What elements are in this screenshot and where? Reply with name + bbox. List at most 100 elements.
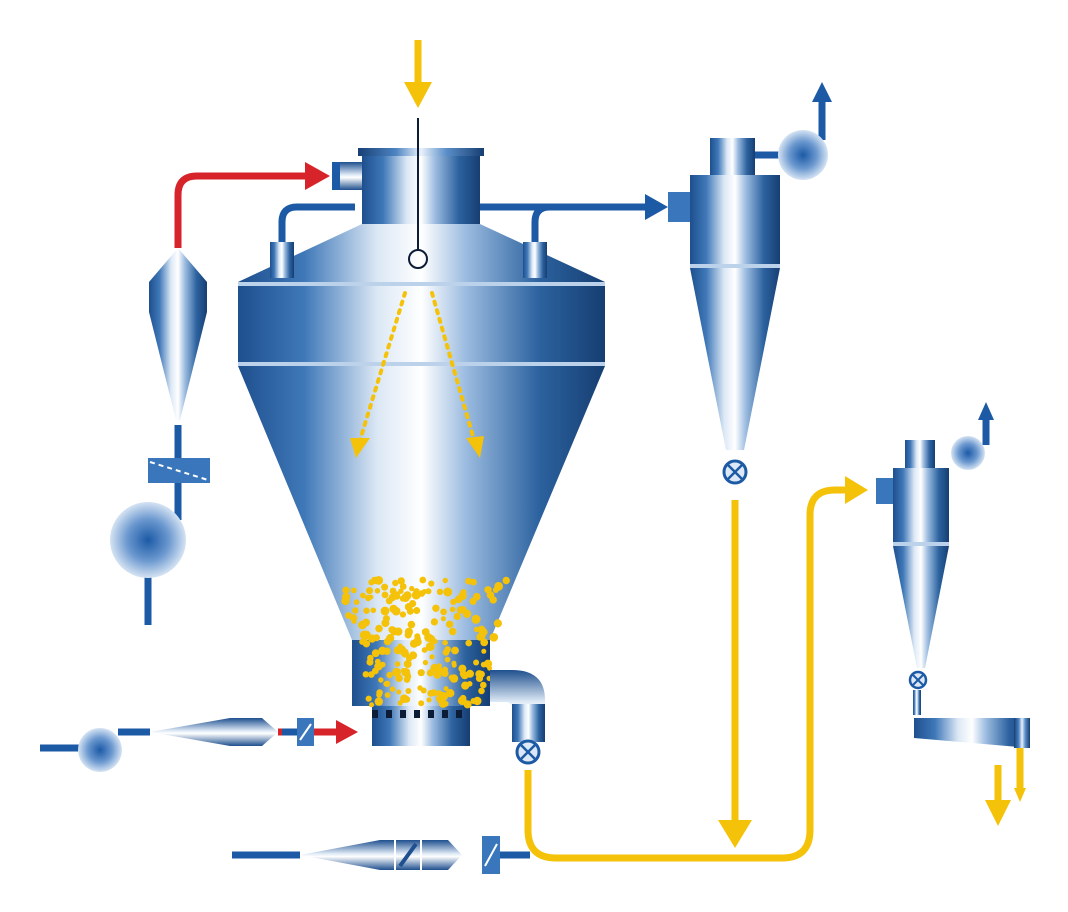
product-particle — [448, 627, 457, 636]
product-particle — [470, 698, 477, 704]
product-particle — [473, 659, 480, 666]
rotary-valve-icon — [515, 739, 541, 765]
vibrating-sieve-icon — [913, 690, 1030, 748]
product-particle — [430, 618, 438, 626]
product-particle — [363, 607, 370, 614]
fluid-bed-outlet-icon — [490, 670, 545, 742]
product-particle — [443, 686, 449, 692]
product-particle — [444, 656, 451, 663]
product-particle — [366, 587, 373, 595]
product-particle — [440, 616, 446, 622]
product-particle — [374, 697, 383, 706]
product-to-cyclone-arrow-icon — [718, 820, 752, 848]
product-particle — [475, 670, 484, 678]
product-particle — [342, 586, 350, 594]
product-particle — [353, 599, 360, 605]
product-particle — [450, 598, 457, 606]
product-particle — [388, 593, 397, 602]
product-particle — [430, 689, 438, 697]
product-particles — [341, 576, 510, 709]
product-particle — [376, 692, 382, 698]
product-particle — [365, 695, 372, 702]
product-particle — [351, 618, 357, 624]
product-particle — [342, 592, 351, 601]
product-particle — [382, 615, 390, 623]
product-particle — [449, 606, 456, 613]
product-particle — [375, 624, 383, 633]
inlet-fan-icon — [110, 502, 186, 578]
product-particle — [396, 689, 402, 695]
product-particle — [436, 663, 442, 669]
fines-outlet-arrow-icon — [1014, 788, 1026, 802]
product-particle — [371, 649, 380, 658]
product-particle — [378, 646, 387, 655]
product-particle — [362, 618, 370, 627]
spray-nozzle-icon — [408, 118, 428, 269]
product-particle — [451, 646, 459, 655]
product-particle — [374, 588, 381, 594]
product-particle — [440, 608, 447, 616]
filter-icon — [148, 458, 210, 483]
conveying-heater-icon — [300, 840, 462, 870]
fluid-bed-heater-icon — [150, 718, 278, 746]
product-particle — [449, 674, 459, 683]
cyclone2-rotary-valve-icon — [908, 670, 928, 690]
product-particle — [428, 580, 435, 587]
product-particle — [442, 666, 448, 673]
product-particle — [442, 577, 448, 584]
product-particle — [378, 677, 384, 683]
product-particle — [480, 681, 487, 689]
product-particle — [381, 591, 389, 599]
cyclone-2-icon — [876, 440, 949, 668]
product-flow — [414, 40, 1024, 862]
product-particle — [432, 604, 440, 612]
product-particle — [439, 691, 448, 701]
product-particle — [458, 664, 467, 673]
product-particle — [398, 588, 404, 594]
hot-air-flow — [174, 172, 340, 736]
product-particle — [409, 639, 419, 648]
product-particle — [436, 588, 444, 595]
fluid-bed-filter-icon — [297, 718, 314, 746]
product-particle — [427, 635, 436, 643]
feed-arrow-icon — [404, 82, 432, 108]
product-to-cyclone2-arrow-icon — [845, 476, 868, 504]
cyclone-rotary-valve-icon — [722, 459, 748, 485]
product-particle — [473, 592, 481, 601]
product-particle — [487, 665, 493, 671]
product-particle — [465, 639, 473, 647]
product-particle — [395, 674, 403, 682]
product-particle — [418, 700, 425, 707]
conveying-filter-icon — [482, 836, 500, 874]
product-particle — [446, 620, 454, 628]
product-particle — [370, 607, 377, 614]
product-particle — [443, 587, 453, 597]
product-particle — [391, 606, 401, 616]
product-particle — [389, 686, 396, 692]
product-particle — [350, 587, 357, 594]
product-particle — [381, 583, 389, 591]
product-particle — [405, 605, 411, 611]
product-particle — [409, 585, 415, 592]
product-particle — [399, 595, 406, 602]
product-particle — [443, 701, 449, 707]
product-particle — [392, 579, 399, 587]
fan-2-icon — [951, 436, 985, 470]
product-particle — [470, 578, 477, 586]
product-particle — [392, 667, 401, 677]
drying-chamber-icon — [238, 148, 605, 746]
product-particle — [446, 689, 455, 698]
product-particle — [394, 648, 401, 654]
spray-pattern — [358, 291, 476, 442]
product-particle — [457, 696, 467, 706]
product-particle — [380, 606, 390, 616]
product-particle — [399, 611, 406, 618]
spray-left-arrow-icon — [350, 438, 370, 458]
product-particle — [413, 588, 420, 595]
product-particle — [374, 662, 383, 671]
product-particle — [442, 649, 450, 656]
fluid-bed-fan-icon — [78, 728, 122, 772]
product-particle — [419, 576, 427, 584]
product-particle — [461, 681, 470, 690]
product-particle — [442, 639, 448, 646]
